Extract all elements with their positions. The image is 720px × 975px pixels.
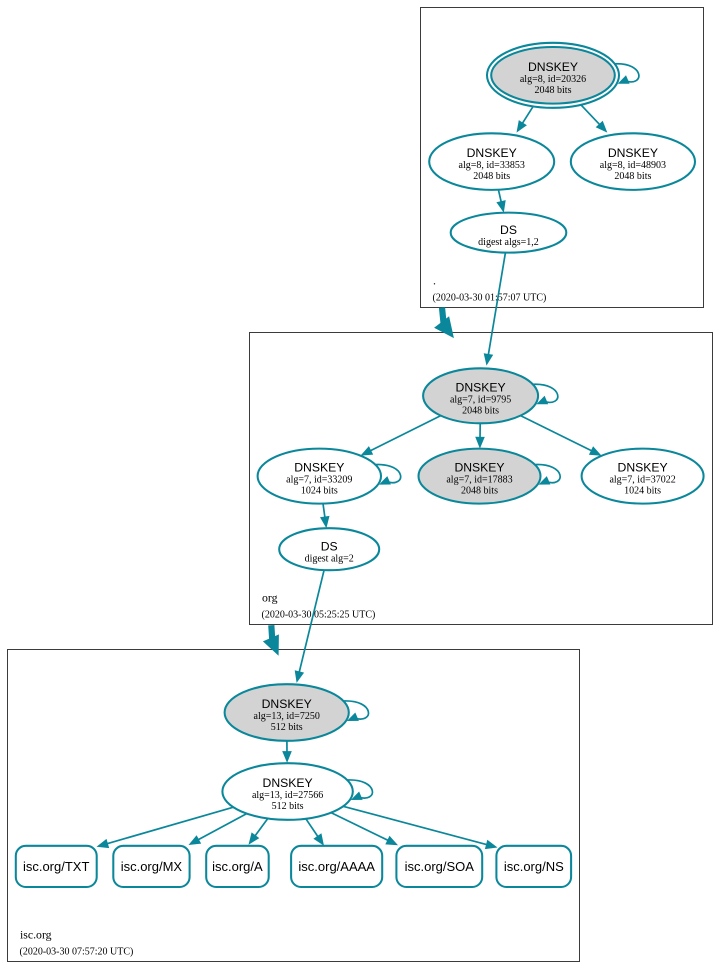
svg-text:digest algs=1,2: digest algs=1,2 <box>478 237 539 248</box>
svg-text:DNSKEY: DNSKEY <box>528 60 578 74</box>
svg-text:isc.org/SOA: isc.org/SOA <box>405 859 475 874</box>
svg-text:2048 bits: 2048 bits <box>461 486 498 497</box>
svg-text:.: . <box>433 274 436 288</box>
svg-text:512 bits: 512 bits <box>271 722 303 733</box>
svg-text:alg=7, id=33209: alg=7, id=33209 <box>286 475 352 486</box>
svg-text:(2020-03-30 07:57:20 UTC): (2020-03-30 07:57:20 UTC) <box>20 947 134 958</box>
svg-text:2048 bits: 2048 bits <box>462 405 499 416</box>
svg-text:alg=8, id=48903: alg=8, id=48903 <box>600 160 666 171</box>
svg-text:isc.org/AAAA: isc.org/AAAA <box>298 859 375 874</box>
svg-text:(2020-03-30 01:57:07 UTC): (2020-03-30 01:57:07 UTC) <box>433 293 547 304</box>
svg-text:alg=13, id=7250: alg=13, id=7250 <box>254 711 320 722</box>
svg-text:DNSKEY: DNSKEY <box>608 146 658 160</box>
svg-text:alg=13, id=27566: alg=13, id=27566 <box>252 790 323 801</box>
svg-text:DNSKEY: DNSKEY <box>263 776 313 790</box>
svg-text:(2020-03-30 05:25:25 UTC): (2020-03-30 05:25:25 UTC) <box>262 610 376 621</box>
svg-text:DNSKEY: DNSKEY <box>454 461 504 475</box>
svg-text:isc.org/TXT: isc.org/TXT <box>23 859 90 874</box>
svg-text:2048 bits: 2048 bits <box>473 171 510 182</box>
svg-text:isc.org/A: isc.org/A <box>212 859 263 874</box>
svg-text:DNSKEY: DNSKEY <box>294 461 344 475</box>
svg-text:DNSKEY: DNSKEY <box>618 461 668 475</box>
svg-text:alg=8, id=33853: alg=8, id=33853 <box>459 160 525 171</box>
svg-text:alg=7, id=17883: alg=7, id=17883 <box>446 475 512 486</box>
svg-text:2048 bits: 2048 bits <box>535 85 572 96</box>
svg-text:digest alg=2: digest alg=2 <box>305 554 354 565</box>
svg-text:DS: DS <box>321 540 338 554</box>
svg-text:alg=8, id=20326: alg=8, id=20326 <box>520 74 586 85</box>
svg-text:alg=7, id=37022: alg=7, id=37022 <box>609 475 675 486</box>
svg-text:1024 bits: 1024 bits <box>624 486 661 497</box>
svg-text:isc.org: isc.org <box>20 928 52 942</box>
svg-text:1024 bits: 1024 bits <box>301 486 338 497</box>
svg-text:DNSKEY: DNSKEY <box>262 697 312 711</box>
svg-text:DNSKEY: DNSKEY <box>456 380 506 394</box>
svg-text:isc.org/NS: isc.org/NS <box>504 859 564 874</box>
svg-text:DNSKEY: DNSKEY <box>467 146 517 160</box>
svg-text:org: org <box>262 591 278 605</box>
svg-text:512 bits: 512 bits <box>272 801 304 812</box>
svg-text:DS: DS <box>500 223 517 237</box>
svg-text:2048 bits: 2048 bits <box>614 171 651 182</box>
svg-text:alg=7, id=9795: alg=7, id=9795 <box>450 394 511 405</box>
svg-text:isc.org/MX: isc.org/MX <box>121 859 183 874</box>
